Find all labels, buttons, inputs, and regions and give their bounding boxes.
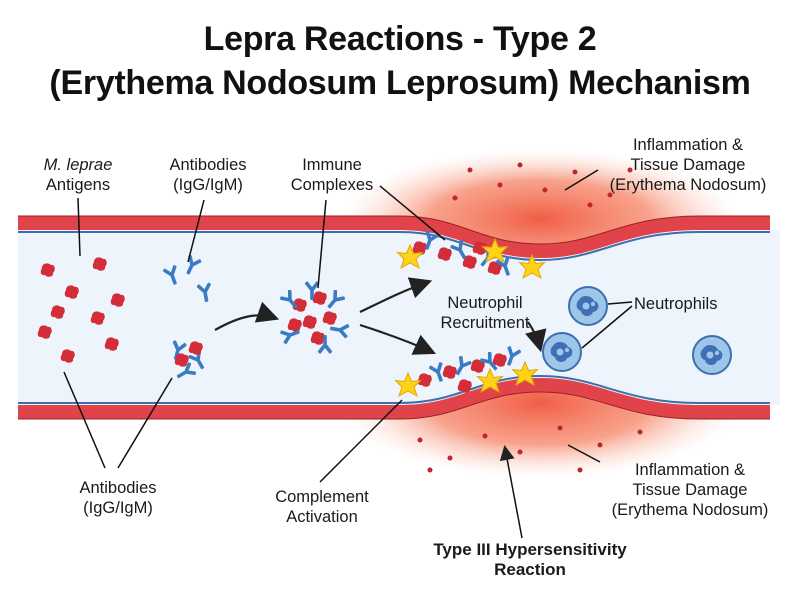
label-complement-activation: Complement Activation [252,487,392,527]
vessel-lumen [18,230,780,405]
label-neutrophils: Neutrophils [634,295,718,313]
label-immune-complexes-line2: Complexes [290,176,374,194]
label-antibodies-bottom-line1: Antibodies [79,479,157,497]
label-antibodies-bottom-line2: (IgG/IgM) [83,499,153,517]
label-inflammation-top: Inflammation & Tissue Damage (Erythema N… [588,135,788,195]
label-complement-activation-line1: Complement [275,488,369,506]
label-type3-line1: Type III Hypersensitivity [433,540,627,559]
label-antigens: M. leprae Antigens [18,155,138,195]
label-antibodies-top-line2: (IgG/IgM) [173,176,243,194]
label-immune-complexes: Immune Complexes [272,155,392,195]
vessel-wall-bottom [18,378,770,419]
label-neutrophil-recruitment-line1: Neutrophil [447,294,523,312]
label-antibodies-top: Antibodies (IgG/IgM) [148,155,268,195]
title-line-2: (Erythema Nodosum Leprosum) Mechanism [49,64,751,102]
label-antigens-rest: Antigens [45,176,111,194]
label-type3-line2: Reaction [494,560,566,579]
label-inflammation-top-line2: Tissue Damage [630,156,746,174]
label-inflammation-bottom-line3: (Erythema Nodosum) [611,501,769,519]
label-inflammation-bottom: Inflammation & Tissue Damage (Erythema N… [590,460,790,520]
label-inflammation-bottom-line2: Tissue Damage [632,481,748,499]
label-inflammation-top-line3: (Erythema Nodosum) [609,176,767,194]
leader-lines [63,169,633,539]
label-neutrophil-recruitment: Neutrophil Recruitment [425,293,545,333]
label-antibodies-top-line1: Antibodies [169,156,247,174]
label-antigens-italic: M. leprae [43,156,113,174]
title-line-1: Lepra Reactions - Type 2 [203,20,597,58]
label-inflammation-bottom-line1: Inflammation & [634,461,746,479]
vessel-wall-top [18,216,770,258]
flow-arrows [214,277,547,355]
label-neutrophil-recruitment-line2: Recruitment [440,314,530,332]
label-complement-activation-line2: Activation [286,508,358,526]
label-inflammation-top-line1: Inflammation & [632,136,744,154]
tissue-dots-bottom [417,425,643,473]
label-type3-hypersensitivity: Type III Hypersensitivity Reaction [415,540,645,580]
label-immune-complexes-line1: Immune [302,156,362,174]
label-antibodies-bottom: Antibodies (IgG/IgM) [58,478,178,518]
tissue-dots-top [452,162,633,208]
